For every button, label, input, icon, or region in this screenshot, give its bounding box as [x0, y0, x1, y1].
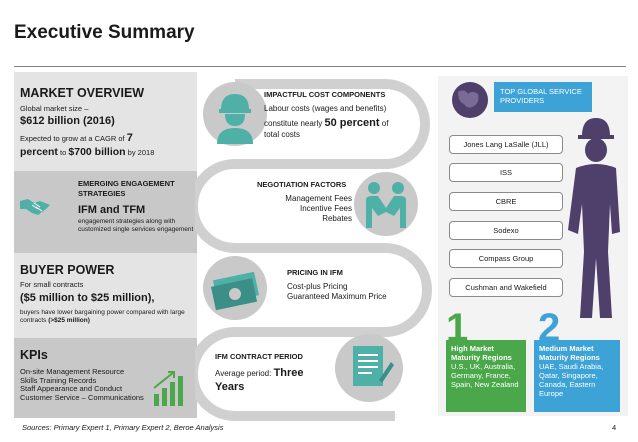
negotiation-item: Management Fees [285, 194, 352, 203]
buyer-power-panel: BUYER POWER For small contracts ($5 mill… [14, 253, 197, 338]
buyer-range: ($5 million to $25 million), [20, 292, 155, 304]
kpi-item: Skills Training Records [20, 375, 97, 385]
pricing-heading: PRICING IN IFM [287, 268, 343, 277]
growth-cagr: 7 [126, 132, 133, 144]
source-footnote: Sources: Primary Expert 1, Primary Exper… [22, 423, 224, 432]
contract-doc-icon [335, 334, 403, 402]
growth-by: by 2018 [127, 148, 155, 157]
buyer-desc-bold: (>$25 million) [48, 317, 90, 324]
provider-item: CBRE [449, 192, 563, 211]
contract-value-2: Years [215, 381, 245, 393]
buyer-power-heading: BUYER POWER [20, 263, 115, 277]
medium-maturity-title: Medium Market Maturity Regions [539, 344, 600, 362]
providers-heading: TOP GLOBAL SERVICE PROVIDERS [494, 82, 592, 112]
provider-item: Compass Group [449, 249, 563, 268]
buyer-desc: buyers have lower bargaining power compa… [20, 309, 185, 324]
medium-maturity-box: Medium Market Maturity Regions UAE, Saud… [534, 340, 620, 412]
cost-line2-post: of [381, 119, 389, 128]
provider-item: Jones Lang LaSalle (JLL) [449, 135, 563, 154]
provider-item: Sodexo [449, 221, 563, 240]
engagement-strategy: IFM and TFM [78, 204, 146, 216]
medium-maturity-number: 2 [538, 306, 561, 350]
growth-value: $700 billion [68, 146, 126, 158]
worker-silhouette-icon [562, 112, 622, 322]
kpis-panel: KPIs On-site Management Resource Skills … [14, 338, 197, 418]
negotiation-heading: NEGOTIATION FACTORS [257, 180, 347, 189]
engagement-heading: EMERGING ENGAGEMENT STRATEGIES [78, 179, 175, 198]
globe-icon [450, 80, 492, 120]
growth-to: to [60, 148, 67, 157]
growth-percent: percent [20, 146, 58, 158]
pricing-list: Cost-plus Pricing Guaranteed Maximum Pri… [287, 282, 387, 302]
cost-line3: total costs [264, 130, 301, 139]
high-maturity-regions: U.S., UK, Australia, Germany, France, Sp… [451, 362, 519, 389]
kpi-item: On-site Management Resource [20, 367, 125, 376]
market-size-value: $612 billion (2016) [20, 115, 115, 127]
kpi-item: Staff Appearance and Conduct [20, 384, 123, 393]
contract-label: Average period: [215, 369, 272, 378]
market-overview-heading: MARKET OVERVIEW [20, 86, 145, 100]
handshake-icon [20, 195, 52, 217]
provider-item: Cushman and Wakefield [449, 278, 563, 297]
engagement-panel: EMERGING ENGAGEMENT STRATEGIES IFM and T… [14, 171, 197, 253]
page-title: Executive Summary [14, 22, 195, 43]
title-divider [14, 66, 626, 67]
kpis-list: On-site Management Resource Skills Train… [20, 367, 160, 402]
market-overview-panel: MARKET OVERVIEW Global market size – $61… [14, 72, 197, 171]
kpis-heading: KPIs [20, 348, 48, 362]
cost-line1: Labour costs (wages and benefits) [264, 104, 387, 113]
pricing-item: Cost-plus Pricing [287, 282, 348, 291]
medium-maturity-regions: UAE, Saudi Arabia, Qatar, Singapore, Can… [539, 362, 604, 398]
kpi-item: Customer Service – Communications [20, 392, 144, 402]
page-number: 4 [612, 423, 617, 432]
people-handshake-icon [354, 172, 418, 236]
negotiation-item: Incentive Fees [299, 204, 352, 213]
negotiation-list: Management Fees Incentive Fees Rebates [262, 194, 352, 224]
high-maturity-box: High Market Maturity Regions U.S., UK, A… [446, 340, 526, 412]
worker-icon [203, 82, 267, 146]
cost-heading: IMPACTFUL COST COMPONENTS [264, 90, 386, 99]
contract-value: Three [273, 367, 304, 379]
high-maturity-title: High Market Maturity Regions [451, 344, 512, 362]
growth-chart-icon [152, 368, 186, 408]
contract-heading: IFM CONTRACT PERIOD [215, 352, 303, 361]
engagement-desc: engagement strategies along with customi… [78, 218, 194, 233]
growth-pre: Expected to grow at a CAGR of [20, 134, 125, 143]
high-maturity-number: 1 [446, 306, 469, 350]
buyer-small-label: For small contracts [20, 280, 84, 289]
money-icon [203, 256, 267, 320]
pricing-item: Guaranteed Maximum Price [287, 292, 387, 301]
provider-item: ISS [449, 163, 563, 182]
negotiation-item: Rebates [322, 214, 352, 223]
cost-percent: 50 percent [324, 117, 380, 129]
market-size-label: Global market size – [20, 104, 89, 113]
serpentine-path [195, 79, 432, 421]
cost-line2: constitute nearly [264, 119, 323, 128]
